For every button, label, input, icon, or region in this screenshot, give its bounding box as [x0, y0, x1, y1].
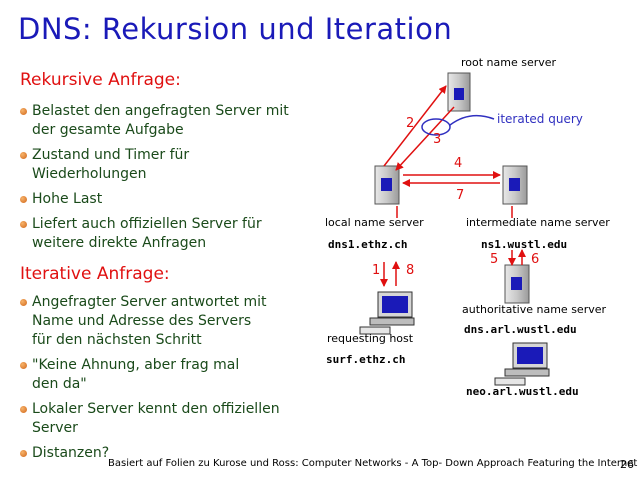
- intermediate-server-label: intermediate name server: [466, 216, 610, 229]
- slide-title: DNS: Rekursion und Iteration: [18, 12, 453, 46]
- bullet-icon: [20, 152, 27, 159]
- authoritative-server-icon: [504, 264, 530, 304]
- iterative-heading: Iterative Anfrage:: [20, 264, 170, 284]
- page-number: 26: [620, 458, 634, 471]
- iterative-bullet: "Keine Ahnung, aber frag mal den da": [20, 356, 340, 394]
- recursive-bullet: Zustand und Timer für Wiederholungen: [20, 146, 340, 184]
- requesting-host-name: surf.ethz.ch: [326, 353, 406, 366]
- step-number: 2: [406, 116, 415, 131]
- authoritative-server-label: authoritative name server: [462, 303, 607, 316]
- step-number: 6: [531, 252, 540, 267]
- arrow-step-3: [395, 106, 455, 171]
- intermediate-server-icon: [502, 165, 528, 205]
- bullet-icon: [20, 406, 27, 413]
- bullet-icon: [20, 362, 27, 369]
- step-number: 1: [372, 263, 381, 278]
- step-number: 7: [456, 188, 465, 203]
- target-host-icon: [494, 342, 550, 386]
- authoritative-server-host: dns.arl.wustl.edu: [464, 323, 577, 336]
- iterated-query-pointer: [449, 114, 495, 126]
- step-number: 5: [490, 252, 499, 267]
- local-server-host: dns1.ethz.ch: [328, 238, 408, 251]
- intermediate-server-host: ns1.wustl.edu: [481, 238, 568, 251]
- requesting-host-label: requesting host: [327, 332, 414, 345]
- bullet-icon: [20, 108, 27, 115]
- root-server-icon: [447, 72, 471, 112]
- local-server-label: local name server: [325, 216, 424, 229]
- local-server-icon: [374, 165, 400, 205]
- root-server-label: root name server: [461, 56, 557, 69]
- iterative-bullet: Angefragter Server antwortet mit Name un…: [20, 293, 340, 350]
- step-number: 4: [454, 156, 463, 171]
- recursive-bullet: Liefert auch offiziellen Server für weit…: [20, 215, 340, 253]
- arrow-step-2: [383, 85, 447, 167]
- bullet-icon: [20, 221, 27, 228]
- bullet-icon: [20, 196, 27, 203]
- recursive-bullet: Belastet den angefragten Server mit der …: [20, 102, 340, 140]
- requesting-host-icon: [359, 291, 415, 335]
- iterative-bullet: Lokaler Server kennt den offiziellen Ser…: [20, 400, 340, 438]
- step-number: 8: [406, 263, 415, 278]
- iterated-query-label: iterated query: [497, 112, 583, 126]
- recursive-heading: Rekursive Anfrage:: [20, 70, 181, 90]
- target-host-name: neo.arl.wustl.edu: [466, 385, 579, 398]
- iterated-query-ellipse: [421, 118, 451, 136]
- footer-credit: Basiert auf Folien zu Kurose und Ross: C…: [108, 458, 638, 469]
- iterative-bullet: Distanzen?: [20, 444, 340, 463]
- bullet-icon: [20, 450, 27, 457]
- step-number: 3: [433, 132, 442, 147]
- recursive-bullet: Hohe Last: [20, 190, 340, 209]
- bullet-icon: [20, 299, 27, 306]
